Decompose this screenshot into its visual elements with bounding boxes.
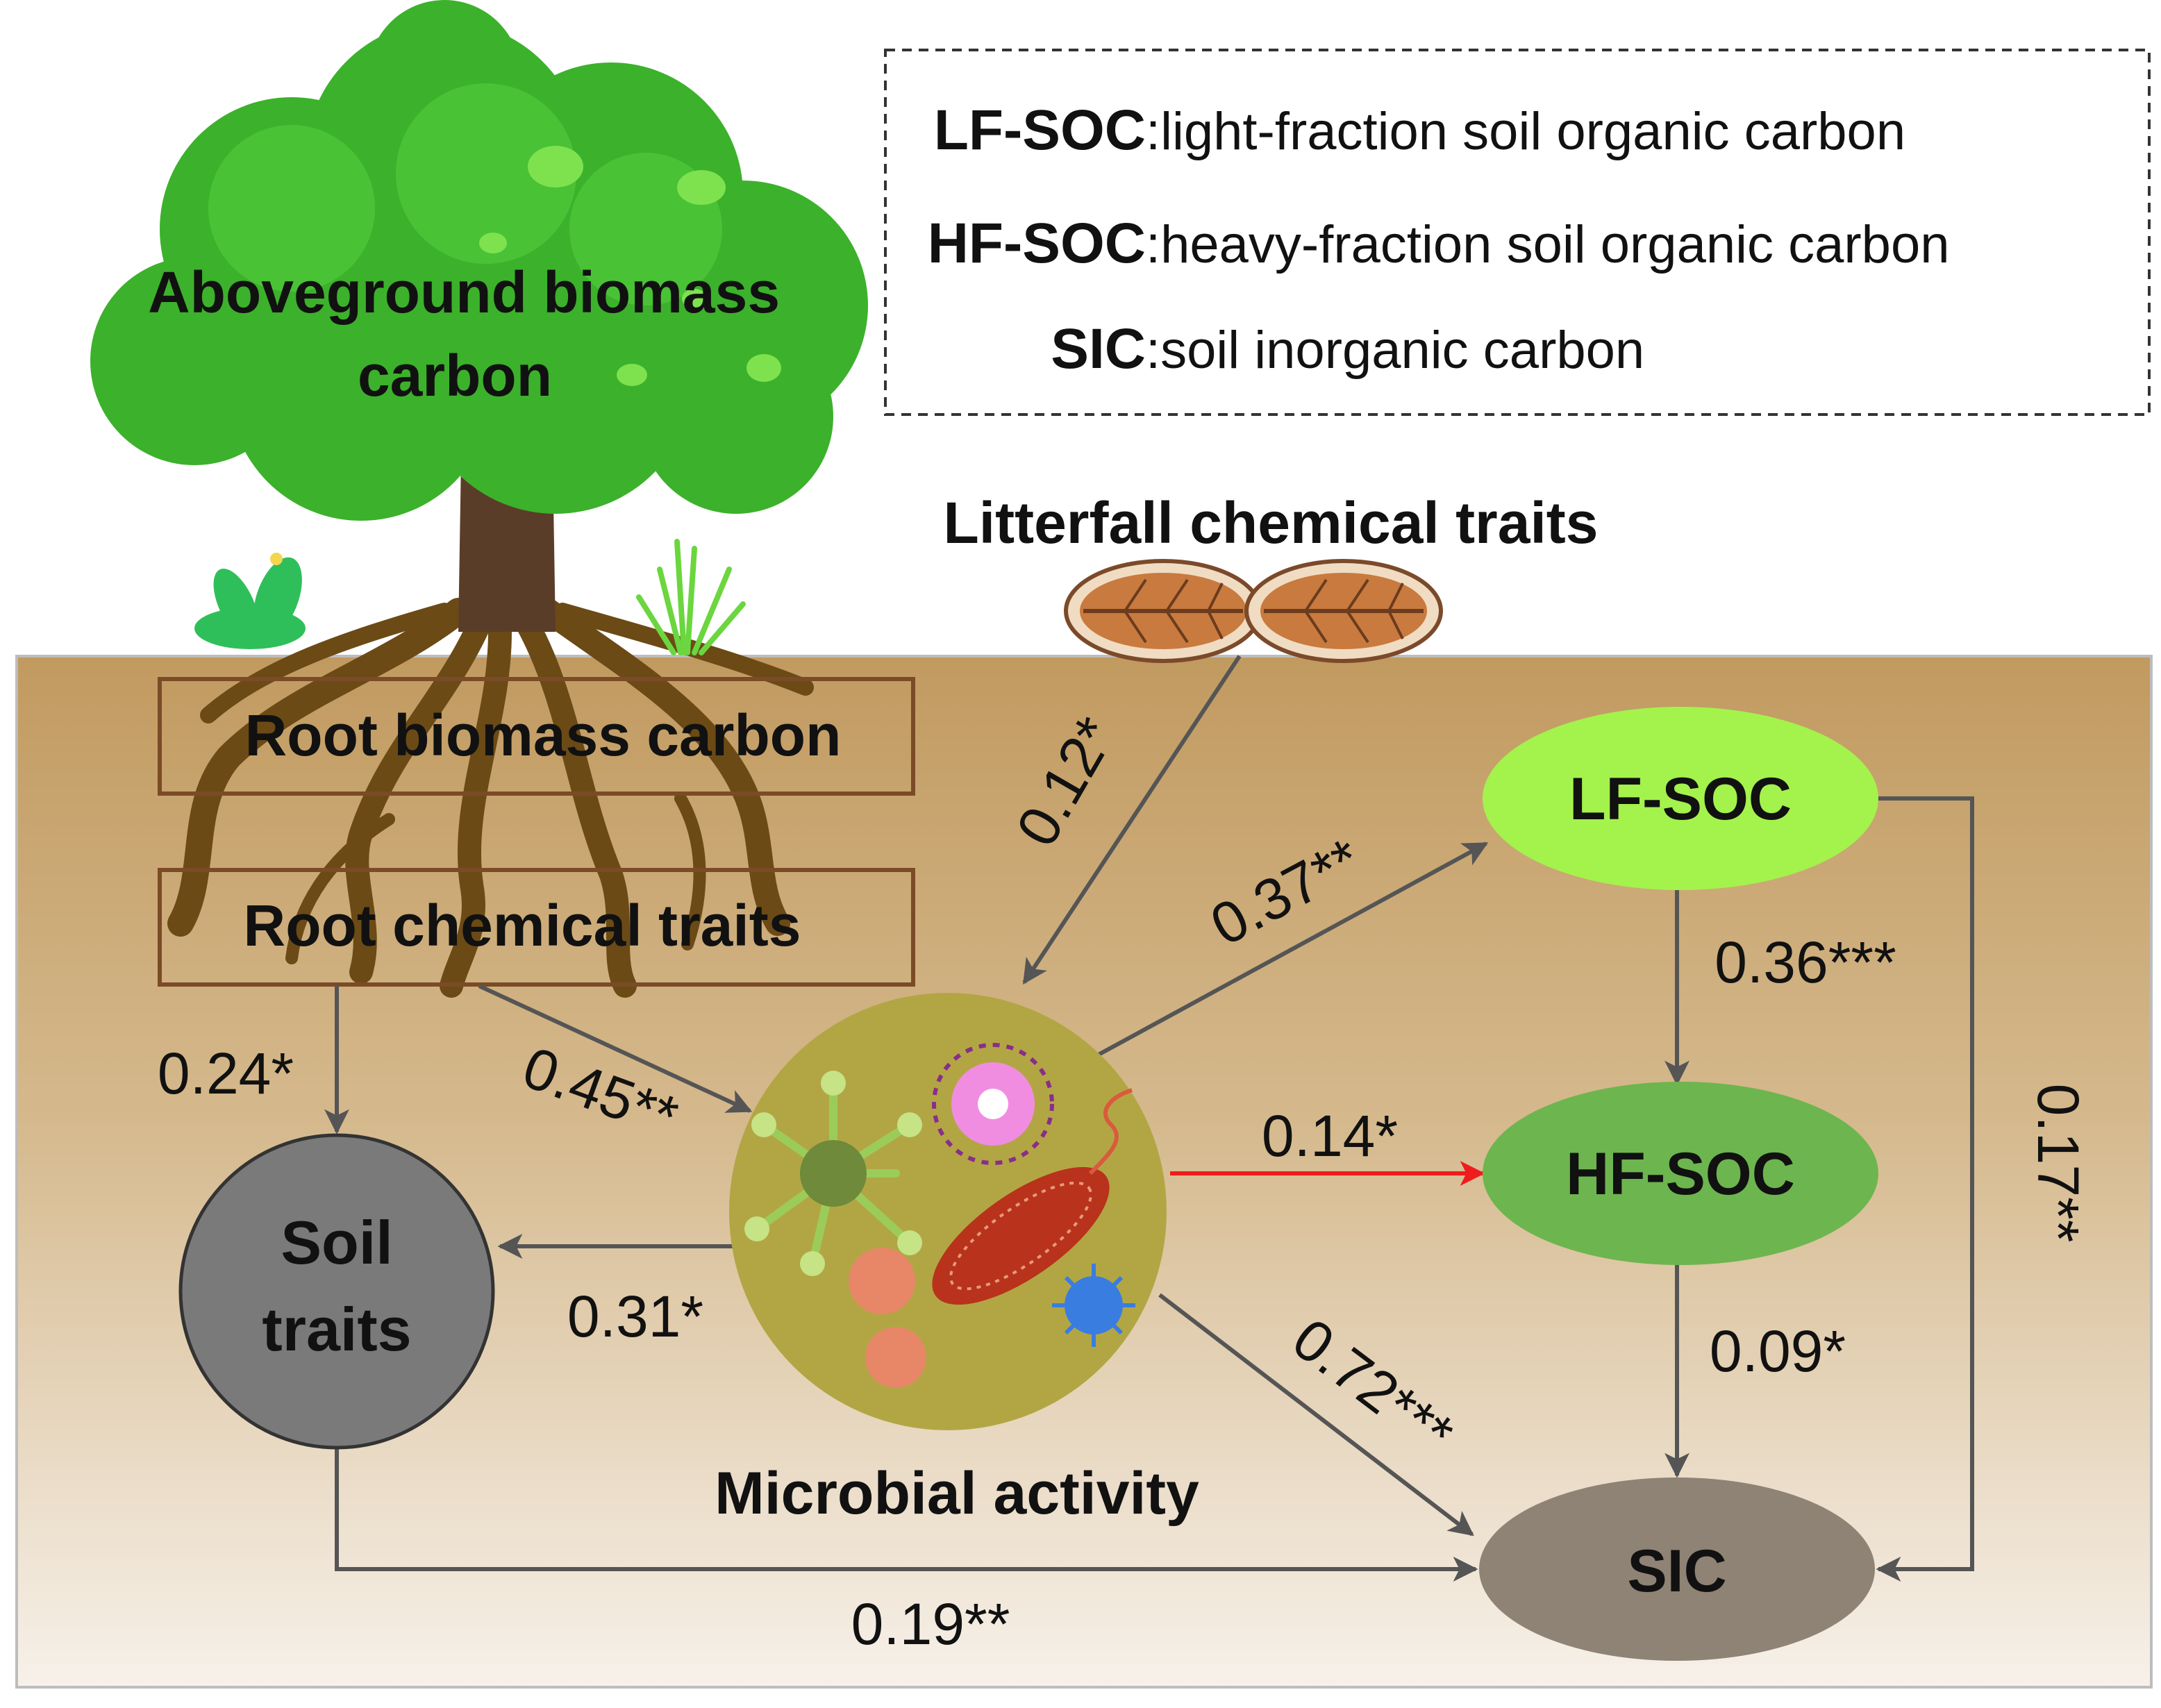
- aboveground-label-line1: Aboveground biomass: [148, 260, 780, 325]
- tree-illustration: [90, 0, 868, 998]
- microbial-activity-label: Microbial activity: [715, 1460, 1199, 1527]
- leaf-icon: [1064, 559, 1262, 663]
- root-chemical-label: Root chemical traits: [244, 893, 801, 958]
- soil-traits-label-line2: traits: [262, 1295, 411, 1364]
- aboveground-label-line2: carbon: [358, 343, 552, 408]
- legend-abbr-hf-soc: HF-SOC: [928, 212, 1146, 275]
- root-chemical-box: [158, 868, 915, 987]
- legend-abbr-lf-soc: LF-SOC: [934, 99, 1146, 162]
- arrow-microbial-to-lfsoc: [1096, 842, 1489, 1057]
- sic-node: [1479, 1477, 1875, 1661]
- legend-abbr-sic: SIC: [1051, 317, 1146, 380]
- coef-hfsoc-sic: 0.09*: [1710, 1318, 1846, 1384]
- hf-soc-label: HF-SOC: [1566, 1141, 1795, 1207]
- legend-desc-hf-soc: :heavy-fraction soil organic carbon: [1146, 215, 1949, 274]
- lf-soc-node: [1483, 707, 1878, 890]
- coef-microbial-hfsoc: 0.14*: [1262, 1103, 1398, 1169]
- soil-traits-node: [178, 1133, 495, 1450]
- coef-rootchem-soiltraits: 0.24*: [158, 1041, 294, 1106]
- coef-soiltraits-sic: 0.19**: [851, 1591, 1010, 1657]
- microbial-activity-node: [729, 993, 1167, 1430]
- arrow-microbial-to-sic: [1158, 1293, 1474, 1537]
- legend-box: LF-SOC :light-fraction soil organic carb…: [884, 49, 2151, 416]
- root-biomass-label: Root biomass carbon: [245, 703, 842, 768]
- hf-soc-node: [1483, 1082, 1878, 1265]
- small-grass-right: [636, 539, 746, 655]
- coef-microbial-soiltraits: 0.31*: [567, 1284, 703, 1349]
- soil-traits-label-line1: Soil: [281, 1208, 392, 1277]
- lf-soc-label: LF-SOC: [1569, 766, 1792, 832]
- arrow-lfsoc-to-sic: [1871, 796, 1974, 1582]
- arrow-litterfall-to-microbial: [1022, 655, 1242, 985]
- leaf-icon: [1244, 559, 1443, 663]
- sic-label: SIC: [1627, 1538, 1726, 1605]
- coef-lfsoc-sic: 0.17**: [2026, 1084, 2091, 1243]
- legend-desc-sic: :soil inorganic carbon: [1146, 321, 1644, 380]
- small-plant-left: [194, 553, 306, 649]
- root-biomass-box: [158, 677, 915, 796]
- legend-desc-lf-soc: :light-fraction soil organic carbon: [1146, 102, 1905, 161]
- arrow-rootchem-to-microbial: [478, 984, 753, 1113]
- litterfall-label: Litterfall chemical traits: [944, 490, 1599, 555]
- arrow-soiltraits-to-sic: [335, 1448, 1478, 1582]
- coef-lfsoc-hfsoc: 0.36***: [1714, 930, 1896, 995]
